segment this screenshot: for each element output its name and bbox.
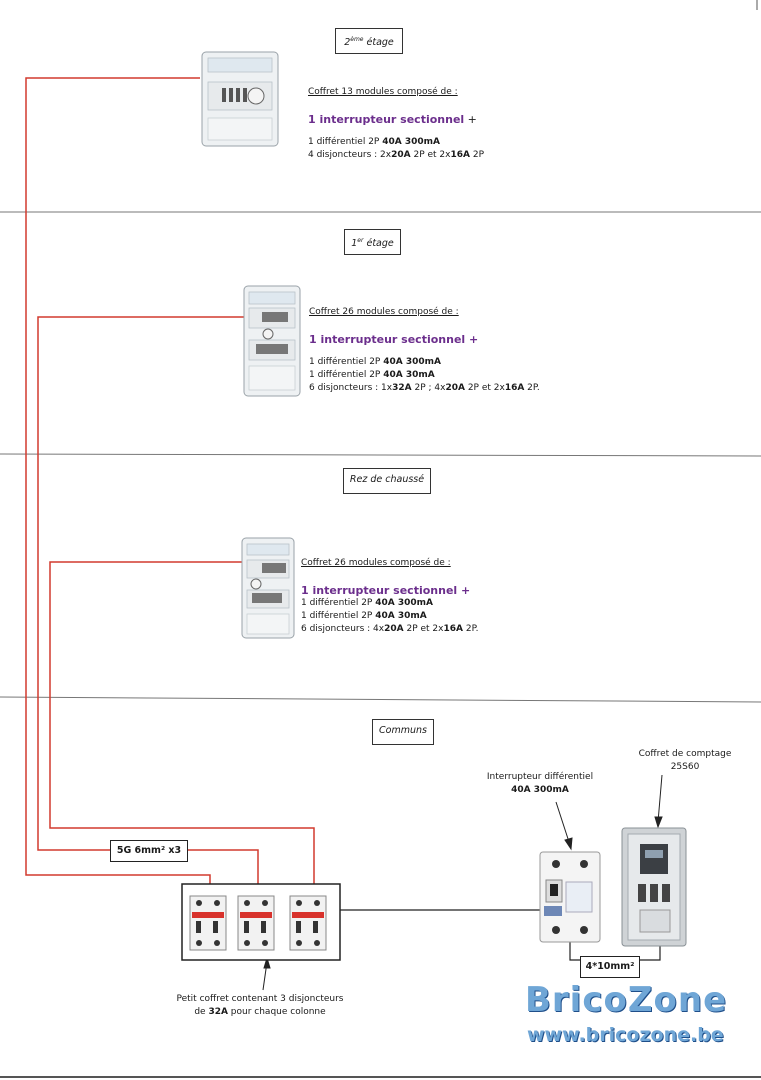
coffret-title: Coffret 13 modules composé de : bbox=[308, 87, 458, 97]
floor-tag-ground: Rez de chaussé bbox=[343, 468, 431, 494]
floor-tag-2nd: 2ème étage bbox=[335, 28, 403, 54]
differential-switch-image bbox=[539, 851, 601, 943]
metering-cabinet-image bbox=[621, 827, 687, 947]
floor-tag-sup: er bbox=[357, 237, 364, 244]
metering-caption: Coffret de comptage 25S60 bbox=[638, 749, 732, 772]
coffret-main-device: 1 interrupteur sectionnel + bbox=[301, 584, 471, 597]
breaker-enclosure-caption: Petit coffret contenant 3 disjoncteurs d… bbox=[176, 994, 344, 1017]
coffret-line-3: 6 disjoncteurs : 1x32A 2P ; 4x20A 2P et … bbox=[309, 383, 540, 393]
separator-line bbox=[0, 696, 761, 703]
floor-tag-sup: ème bbox=[350, 36, 364, 43]
coffret-line-1: 1 différentiel 2P 40A 300mA bbox=[301, 598, 433, 608]
coffret-line-1: 1 différentiel 2P 40A 300mA bbox=[309, 357, 441, 367]
coffret-description-ground: Coffret 26 modules composé de : 1 interr… bbox=[301, 557, 478, 636]
coffret-26-modules-rdc-image bbox=[241, 537, 295, 639]
wire-2nd-floor bbox=[25, 77, 211, 888]
floor-tag-number: 2 bbox=[344, 37, 351, 49]
coffret-13-modules-image bbox=[201, 51, 279, 147]
breaker-icon bbox=[189, 895, 227, 951]
breaker-enclosure-image bbox=[181, 883, 341, 961]
coffret-line-2: 1 différentiel 2P 40A 30mA bbox=[309, 370, 435, 380]
coffret-main-device: 1 interrupteur sectionnel + bbox=[309, 333, 479, 346]
floor-tag-text: étage bbox=[363, 238, 394, 250]
link-label-box: 4*10mm² bbox=[580, 956, 640, 978]
brand-logo: BricoZone bbox=[525, 980, 728, 1020]
coffret-line-3: 6 disjoncteurs : 4x20A 2P et 2x16A 2P. bbox=[301, 624, 479, 634]
brand-url[interactable]: www.bricozone.be bbox=[527, 1024, 724, 1046]
floor-tag-text: Rez de chaussé bbox=[349, 474, 425, 485]
floor-tag-communs: Communs bbox=[372, 719, 434, 745]
coffret-line-1: 1 différentiel 2P 40A 300mA bbox=[308, 137, 440, 147]
coffret-description-1st: Coffret 26 modules composé de : 1 interr… bbox=[309, 306, 540, 395]
floor-tag-number: 1 bbox=[351, 238, 358, 250]
coffret-title: Coffret 26 modules composé de : bbox=[301, 558, 451, 568]
wire-ground-floor bbox=[49, 561, 315, 888]
coffret-line-2: 1 différentiel 2P 40A 30mA bbox=[301, 611, 427, 621]
coffret-26-modules-image bbox=[243, 285, 301, 397]
arrows bbox=[262, 774, 663, 991]
coffret-line-2: 4 disjoncteurs : 2x20A 2P et 2x16A 2P bbox=[308, 150, 484, 160]
floor-tag-text: Communs bbox=[379, 725, 427, 736]
breaker-icon bbox=[237, 895, 275, 951]
red-wires bbox=[25, 77, 315, 888]
link-label: 4*10mm² bbox=[585, 961, 635, 972]
coffret-title: Coffret 26 modules composé de : bbox=[309, 307, 459, 317]
floor-tag-1st: 1er étage bbox=[344, 229, 401, 255]
black-wires bbox=[340, 909, 661, 961]
cable-label: 5G 6mm² x3 bbox=[116, 845, 182, 856]
coffret-main-device: 1 interrupteur sectionnel + bbox=[308, 113, 477, 126]
separator-line bbox=[0, 453, 761, 457]
floor-tag-text: étage bbox=[363, 37, 394, 49]
cable-label-box: 5G 6mm² x3 bbox=[110, 840, 188, 862]
breaker-icon bbox=[289, 895, 327, 951]
differential-caption: Interrupteur différentiel 40A 300mA bbox=[486, 772, 594, 795]
wire-1st-floor bbox=[37, 316, 259, 888]
coffret-description-2nd: Coffret 13 modules composé de : 1 interr… bbox=[308, 86, 484, 162]
